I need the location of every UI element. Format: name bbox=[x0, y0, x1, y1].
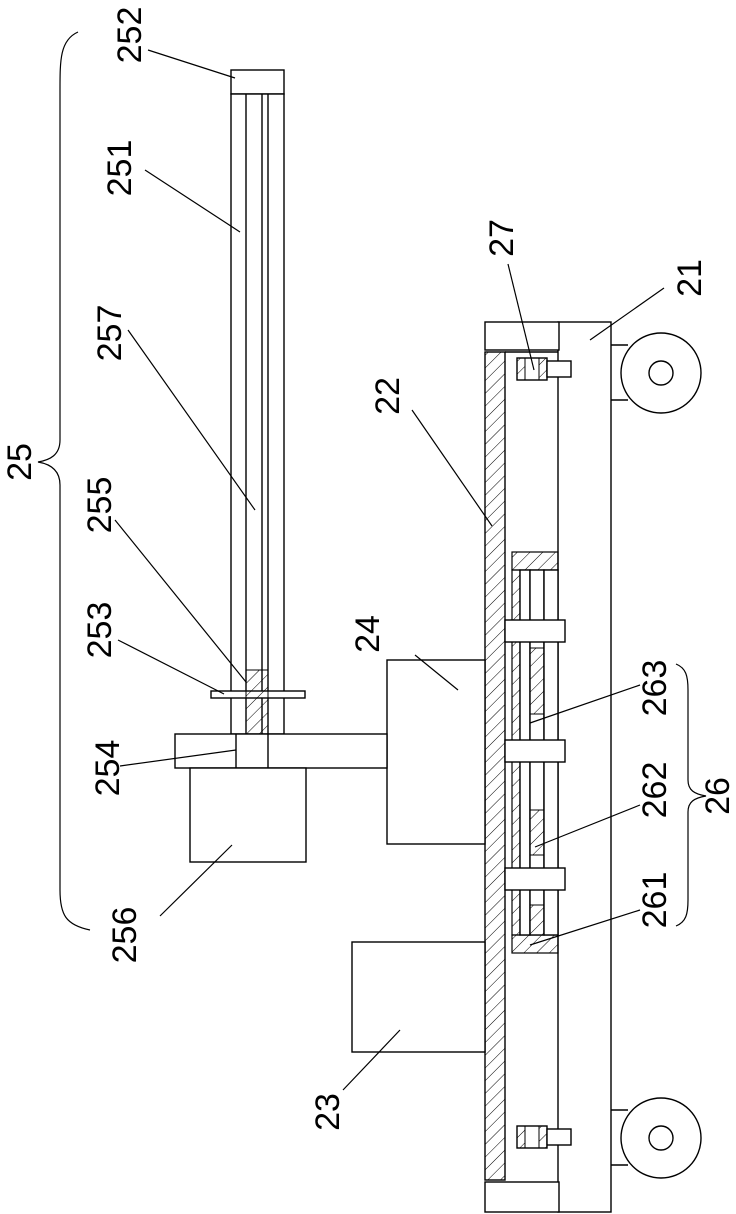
label-26: 26 bbox=[699, 777, 736, 815]
label-21: 21 bbox=[671, 259, 709, 297]
label-251: 251 bbox=[101, 140, 139, 197]
label-24: 24 bbox=[349, 615, 387, 653]
motor-block bbox=[352, 942, 485, 1052]
roller-top bbox=[517, 358, 571, 380]
label-257: 257 bbox=[91, 305, 129, 362]
label-27: 27 bbox=[483, 219, 521, 257]
label-25: 25 bbox=[1, 443, 39, 481]
mount-block bbox=[387, 660, 485, 844]
label-262: 262 bbox=[636, 762, 674, 819]
label-261: 261 bbox=[636, 872, 674, 929]
label-23: 23 bbox=[309, 1093, 347, 1131]
linkage-mechanism bbox=[505, 552, 565, 953]
label-254: 254 bbox=[89, 740, 127, 797]
roller-bottom bbox=[517, 1126, 571, 1148]
wheel-bottom bbox=[611, 1098, 701, 1178]
label-255: 255 bbox=[81, 477, 119, 534]
label-263: 263 bbox=[636, 660, 674, 717]
wheel-top bbox=[611, 333, 701, 413]
label-256: 256 bbox=[106, 907, 144, 964]
label-22: 22 bbox=[369, 377, 407, 415]
mast-assembly bbox=[175, 70, 387, 862]
label-253: 253 bbox=[81, 602, 119, 659]
label-252: 252 bbox=[111, 7, 149, 64]
